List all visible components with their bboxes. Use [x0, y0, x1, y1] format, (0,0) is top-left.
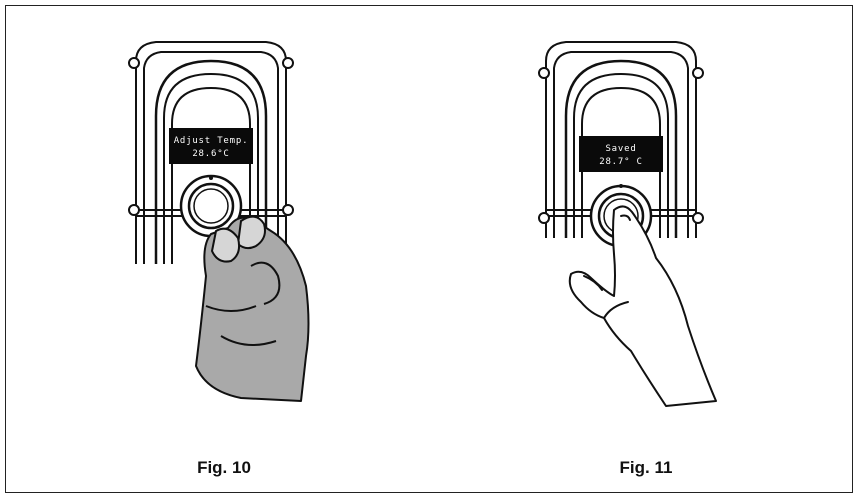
display-line-2: 28.7° C [599, 157, 643, 167]
screws [128, 57, 294, 216]
display-line-1: Saved [605, 144, 636, 154]
controller-body [135, 41, 287, 264]
figure-11-caption: Fig. 11 [619, 458, 673, 477]
figure-10-caption: Fig. 10 [197, 458, 251, 477]
display-line-2: 28.6°C [192, 149, 229, 159]
figure-frame: Adjust Temp. 28.6°C [5, 5, 853, 493]
controller-rotate-illustration: Adjust Temp. 28.6°C [128, 41, 310, 402]
figure-11: Saved 28.7° C [416, 6, 836, 446]
screws [538, 67, 704, 224]
display-line-1: Adjust Temp. [174, 136, 249, 146]
hand-rotating-icon [195, 215, 310, 402]
lcd-display [579, 136, 663, 172]
controller-press-illustration: Saved 28.7° C [538, 41, 717, 407]
lcd-display [169, 128, 253, 164]
figure-10: Adjust Temp. 28.6°C [6, 6, 426, 446]
hand-pressing-icon [568, 205, 717, 407]
